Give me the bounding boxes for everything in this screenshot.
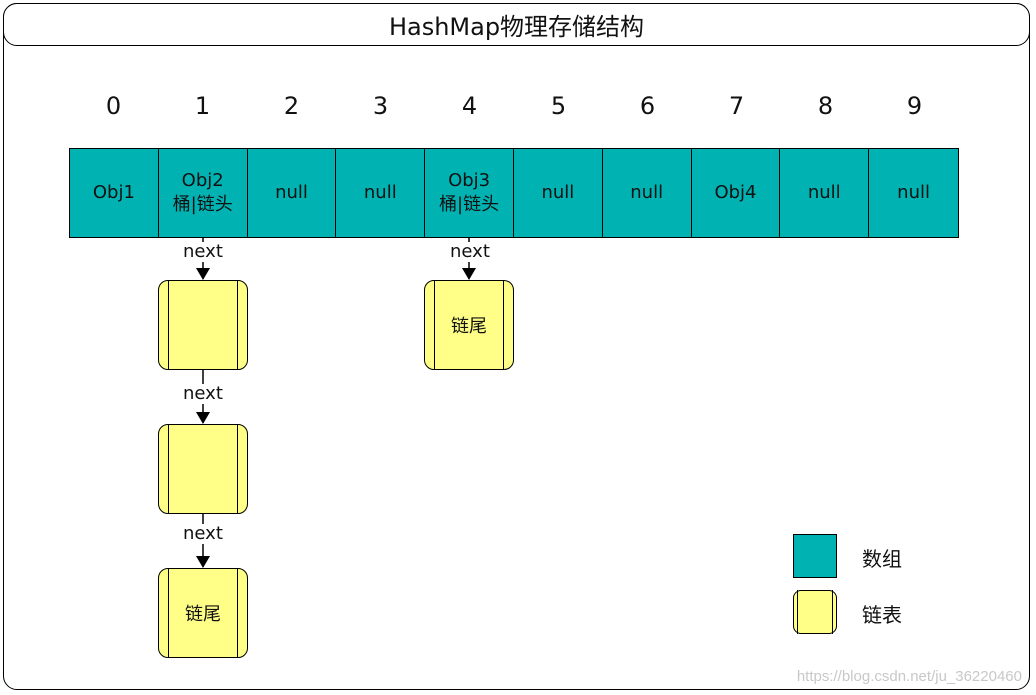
index-2: 2 (283, 92, 300, 120)
bucket-sub-label: 桶|链头 (172, 194, 233, 215)
bucket-array: Obj1 Obj2 桶|链头 null null Obj3 桶|链头 null … (69, 148, 959, 238)
legend-list-swatch (793, 590, 837, 634)
bucket-label: null (363, 182, 397, 203)
list-node-4-0: 链尾 (424, 280, 514, 370)
index-3: 3 (372, 92, 389, 120)
list-node-label: 链尾 (185, 604, 221, 625)
next-label-1b: next (182, 383, 224, 404)
bucket-cell-9: null (869, 149, 958, 237)
bucket-label: null (275, 182, 308, 203)
list-node-1-1 (158, 424, 248, 514)
next-label-1c: next (182, 523, 224, 544)
index-8: 8 (817, 92, 834, 120)
bucket-label: null (897, 182, 930, 203)
bucket-label: null (541, 182, 575, 203)
list-node-1-0 (158, 280, 248, 370)
bucket-cell-7: Obj4 (691, 149, 781, 237)
index-7: 7 (728, 92, 745, 120)
list-node-1-2: 链尾 (158, 568, 248, 658)
bucket-cell-1: Obj2 桶|链头 (158, 149, 248, 237)
bucket-cell-6: null (602, 149, 692, 237)
bucket-label: Obj1 (92, 182, 135, 203)
bucket-label: Obj3 (448, 170, 491, 191)
bucket-cell-0: Obj1 (70, 149, 159, 237)
list-node-label: 链尾 (451, 316, 487, 337)
index-6: 6 (639, 92, 656, 120)
next-label-4a: next (449, 241, 491, 262)
bucket-cell-4: Obj3 桶|链头 (425, 149, 514, 237)
index-4: 4 (461, 92, 478, 120)
bucket-sub-label: 桶|链头 (439, 194, 500, 215)
bucket-cell-2: null (247, 149, 337, 237)
bucket-label: null (630, 182, 664, 203)
diagram-title: HashMap物理存储结构 (3, 3, 1030, 46)
bucket-cell-5: null (513, 149, 603, 237)
bucket-cell-8: null (780, 149, 870, 237)
index-1: 1 (194, 92, 211, 120)
bucket-label: null (807, 182, 841, 203)
index-row: 0 1 2 3 4 5 6 7 8 9 (69, 92, 959, 126)
legend-list-label: 链表 (862, 603, 902, 627)
index-5: 5 (550, 92, 567, 120)
index-9: 9 (906, 92, 923, 120)
legend-array-swatch (793, 534, 837, 578)
watermark: https://blog.csdn.net/ju_36220460 (796, 668, 1022, 685)
bucket-cell-3: null (336, 149, 426, 237)
bucket-label: Obj4 (714, 182, 757, 203)
next-label-1a: next (182, 241, 224, 262)
index-0: 0 (105, 92, 122, 120)
legend-array-label: 数组 (862, 547, 902, 571)
bucket-label: Obj2 (181, 170, 224, 191)
